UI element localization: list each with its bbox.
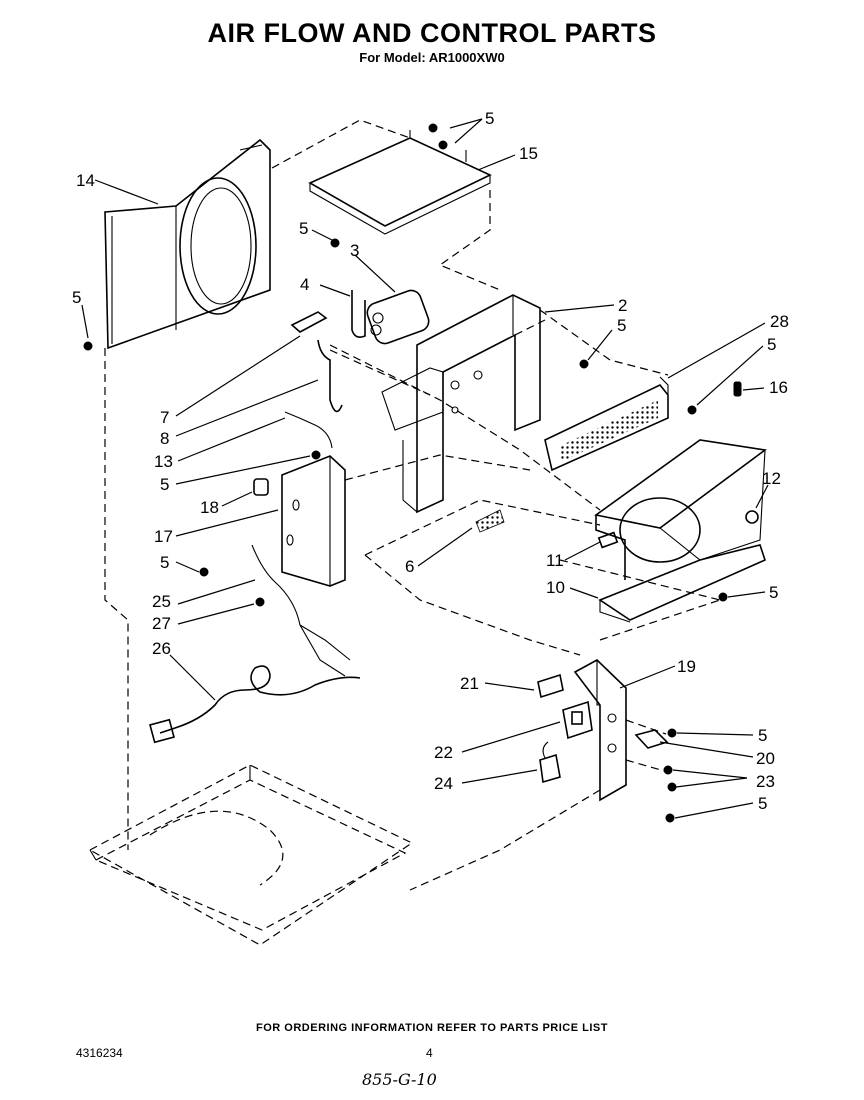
callout-3: 3	[350, 241, 359, 260]
callout-23: 23	[756, 772, 775, 791]
page-title: AIR FLOW AND CONTROL PARTS	[207, 18, 657, 48]
callout-11: 11	[546, 551, 564, 570]
part-6-mesh	[475, 509, 505, 533]
part-22-switch	[562, 700, 593, 740]
callout-5-blower: 5	[769, 583, 778, 602]
ordering-note: FOR ORDERING INFORMATION REFER TO PARTS …	[256, 1022, 608, 1034]
callout-27: 27	[152, 614, 171, 633]
page-number: 4	[426, 1046, 433, 1060]
part-11-clip	[597, 531, 619, 549]
assembly-lines	[104, 119, 721, 891]
part-20-knob	[634, 729, 669, 749]
handwritten-note: 855-G-10	[362, 1070, 437, 1089]
callout-16: 16	[769, 378, 788, 397]
callout-25: 25	[152, 592, 171, 611]
callout-5-capacitor: 5	[299, 219, 308, 238]
callout-18: 18	[200, 498, 219, 517]
callout-10: 10	[546, 578, 565, 597]
part-10-blower-scroll	[594, 439, 768, 623]
callout-8: 8	[160, 429, 169, 448]
callout-7: 7	[160, 408, 169, 427]
callout-14: 14	[76, 171, 95, 190]
part-15-top-plate	[308, 130, 492, 235]
callout-labels: 5 15 14 5 5 3 4 2 5 28 5 16 7 8 13 5 18 …	[72, 109, 789, 813]
callout-5-bottom: 5	[758, 794, 767, 813]
callout-26: 26	[152, 639, 171, 658]
callout-5-bracket: 5	[617, 316, 626, 335]
callout-4: 4	[300, 275, 309, 294]
document-number: 4316234	[76, 1046, 123, 1060]
base-pan	[88, 764, 414, 946]
part-17-switch-bracket	[281, 455, 346, 587]
callout-5-top: 5	[485, 109, 494, 128]
callout-5-mid: 5	[160, 475, 169, 494]
screws	[83, 123, 742, 823]
part-19-control-panel	[573, 659, 627, 802]
part-14-air-guide-panel	[104, 138, 271, 350]
part-4-capacitor-strap	[351, 290, 366, 338]
part-25-harness	[251, 544, 351, 677]
callout-5-switch: 5	[160, 553, 169, 572]
callout-28: 28	[770, 312, 789, 331]
callout-5-grille: 5	[767, 335, 776, 354]
part-18-knob-clip	[253, 478, 269, 496]
leader-lines	[81, 118, 769, 819]
part-24-thermostat	[539, 741, 561, 784]
callout-17: 17	[154, 527, 173, 546]
part-28-grille	[544, 376, 669, 472]
part-26-power-cord	[149, 665, 361, 744]
part-13-wire-lead	[284, 411, 333, 449]
callout-2: 2	[618, 296, 627, 315]
part-12-nut	[745, 510, 759, 524]
callout-22: 22	[434, 743, 453, 762]
callout-6: 6	[405, 557, 414, 576]
callout-13: 13	[154, 452, 173, 471]
callout-21: 21	[460, 674, 479, 693]
callout-5-panel: 5	[758, 726, 767, 745]
part-21-clip	[537, 673, 564, 699]
callout-12: 12	[762, 469, 781, 488]
callout-15: 15	[519, 144, 538, 163]
callout-20: 20	[756, 749, 775, 768]
part-2-control-bracket	[381, 294, 541, 514]
model-subtitle: For Model: AR1000XW0	[359, 50, 505, 65]
part-7-bracket	[290, 311, 343, 413]
part-3-capacitor	[366, 289, 430, 345]
callout-24: 24	[434, 774, 453, 793]
callout-19: 19	[677, 657, 696, 676]
callout-5-left: 5	[72, 288, 81, 307]
